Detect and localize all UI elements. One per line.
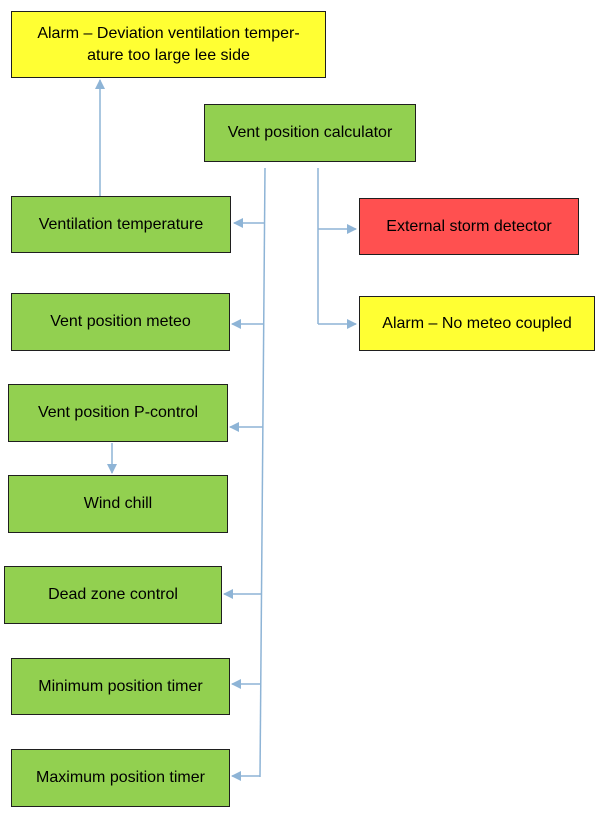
external-storm-detector-box: External storm detector <box>359 198 579 255</box>
main-trunk-line <box>259 167 266 778</box>
dead-zone-control-label: Dead zone control <box>48 586 178 604</box>
dead-zone-control-box: Dead zone control <box>4 566 222 624</box>
vent-position-meteo-label: Vent position meteo <box>50 313 191 331</box>
external-storm-detector-label: External storm detector <box>386 217 552 235</box>
wind-chill-box: Wind chill <box>8 475 228 533</box>
vent-position-meteo-box: Vent position meteo <box>11 293 230 351</box>
alarm-deviation-line-1: Alarm – Deviation ventilation temper- <box>37 24 300 42</box>
alarm-deviation-line-2: ature too large lee side <box>87 46 250 64</box>
vent-position-p-control-box: Vent position P-control <box>8 384 228 442</box>
vent-position-p-control-label: Vent position P-control <box>37 404 199 422</box>
alarm-deviation-ventilation-box: Alarm – Deviation ventilation temper- at… <box>11 11 326 78</box>
ventilation-temperature-label: Ventilation temperature <box>38 215 204 233</box>
maximum-position-timer-box: Maximum position timer <box>11 749 230 807</box>
wind-chill-label: Wind chill <box>83 495 153 513</box>
alarm-no-meteo-coupled-label: Alarm – No meteo coupled <box>382 314 572 332</box>
minimum-position-timer-box: Minimum position timer <box>11 658 230 715</box>
minimum-position-timer-label: Minimum position timer <box>38 677 203 695</box>
vent-position-calculator-label: Vent position calculator <box>227 124 393 142</box>
maximum-position-timer-label: Maximum position timer <box>36 769 205 787</box>
alarm-no-meteo-coupled-box: Alarm – No meteo coupled <box>359 296 595 351</box>
vent-position-calculator-box: Vent position calculator <box>204 104 416 162</box>
ventilation-temperature-box: Ventilation temperature <box>11 196 231 253</box>
